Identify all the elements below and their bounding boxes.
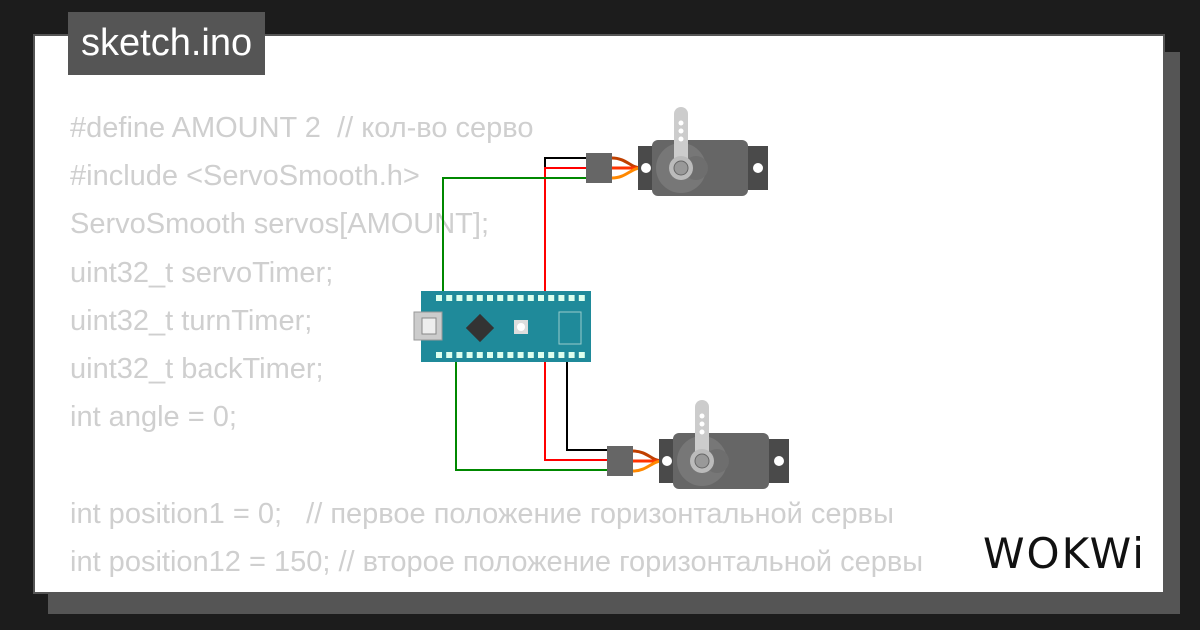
pin <box>436 352 442 358</box>
code-line: uint32_t servoTimer; <box>70 256 334 289</box>
pin <box>446 295 453 301</box>
pin <box>507 295 514 301</box>
wire-servo1-signal <box>442 177 588 298</box>
svg-text:WOKWi: WOKWi <box>983 529 1146 578</box>
pin <box>497 352 504 358</box>
pin <box>436 295 442 301</box>
pin <box>568 352 575 358</box>
pin <box>558 295 565 301</box>
pin <box>476 295 483 301</box>
pin <box>527 295 534 301</box>
code-preview: #define AMOUNT 2 // кол-во серво #include… <box>70 104 923 586</box>
code-line: #include <ServoSmooth.h> <box>70 160 420 193</box>
code-line: int position12 = 150; // второе положени… <box>70 545 924 578</box>
code-line: ServoSmooth servos[AMOUNT]; <box>70 208 489 241</box>
pin <box>446 352 453 358</box>
pin <box>527 352 534 358</box>
pin <box>466 352 473 358</box>
pin <box>548 295 555 301</box>
code-line: int position1 = 0; // первое положение г… <box>70 497 894 530</box>
pin <box>517 295 524 301</box>
pin <box>456 295 463 301</box>
chip <box>465 313 495 343</box>
code-line: uint32_t turnTimer; <box>70 304 313 337</box>
pin <box>548 352 555 358</box>
preview-card: #define AMOUNT 2 // кол-во серво #include… <box>33 34 1165 594</box>
wire-servo2-gnd <box>566 358 609 451</box>
pin <box>568 295 575 301</box>
servo-2[interactable] <box>607 400 789 489</box>
wokwi-logo: WOKWi <box>983 529 1146 578</box>
code-line: uint32_t backTimer; <box>70 353 324 386</box>
code-line: int angle = 0; <box>70 401 237 434</box>
arduino-nano[interactable] <box>413 291 591 362</box>
pin <box>578 295 585 301</box>
pin <box>476 352 483 358</box>
pin <box>538 352 544 358</box>
pin <box>497 295 504 301</box>
file-title: sketch.ino <box>68 12 266 75</box>
pin <box>466 295 473 301</box>
pin <box>507 352 514 358</box>
pin <box>456 352 463 358</box>
pin <box>558 352 565 358</box>
code-line: #define AMOUNT 2 // кол-во серво <box>70 112 534 144</box>
pin <box>487 352 493 358</box>
pin <box>517 352 524 358</box>
servo-1[interactable] <box>586 107 768 196</box>
pin <box>538 295 544 301</box>
pin <box>578 352 585 358</box>
pin <box>487 295 493 301</box>
